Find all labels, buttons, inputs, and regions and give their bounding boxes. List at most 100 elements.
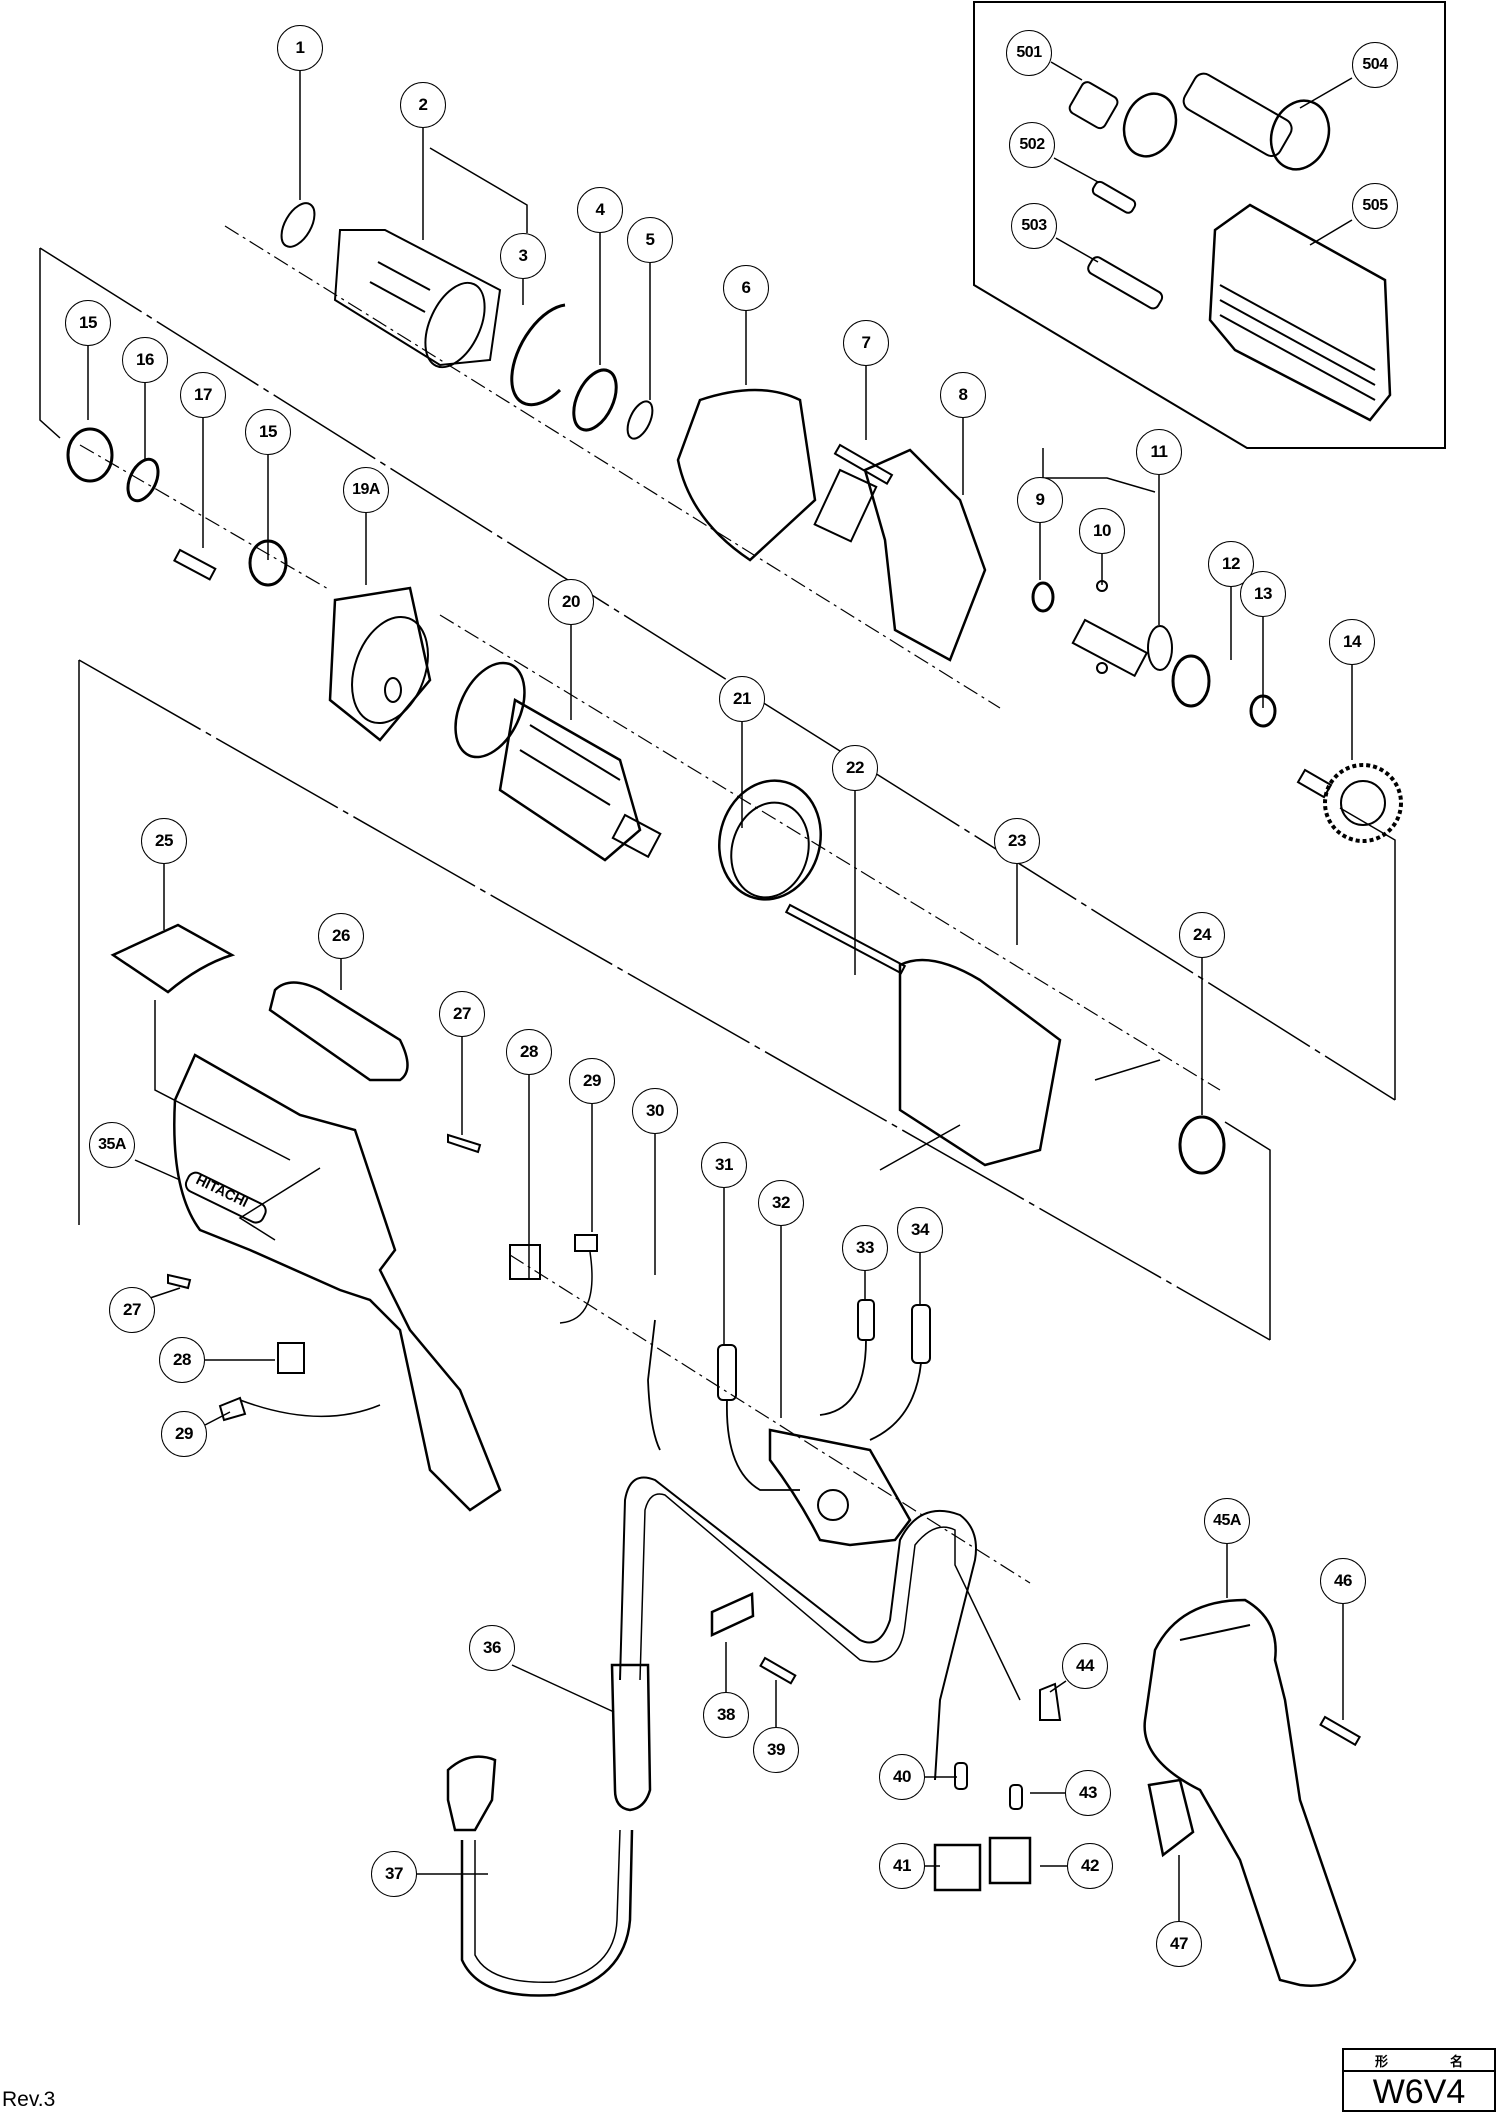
- callout-35A[interactable]: 35A: [89, 1122, 135, 1168]
- callout-39[interactable]: 39: [753, 1727, 799, 1773]
- callout-29b[interactable]: 29: [161, 1411, 207, 1457]
- callout-15a[interactable]: 15: [65, 300, 111, 346]
- callout-27a[interactable]: 27: [439, 991, 485, 1037]
- part-26-tail-cover: [268, 981, 409, 1082]
- callout-8[interactable]: 8: [940, 372, 986, 418]
- part-22-tapping-screw: [784, 903, 907, 975]
- part-34-connector: [911, 1304, 931, 1364]
- part-38-cord-clip: [710, 1592, 755, 1637]
- part-6-gear-cover: [676, 388, 817, 562]
- callout-38[interactable]: 38: [703, 1692, 749, 1738]
- part-504-locator: [1182, 72, 1331, 171]
- callout-15b[interactable]: 15: [245, 409, 291, 455]
- assembly-bracket-lines: [39, 247, 1396, 1341]
- callout-21[interactable]: 21: [719, 676, 765, 722]
- callout-34[interactable]: 34: [897, 1207, 943, 1253]
- callout-4[interactable]: 4: [577, 187, 623, 233]
- callout-47[interactable]: 47: [1156, 1921, 1202, 1967]
- callout-3[interactable]: 3: [500, 233, 546, 279]
- callout-9[interactable]: 9: [1017, 477, 1063, 523]
- model-header-right: 名: [1449, 2053, 1463, 2069]
- part-502-driver-bit: [1091, 180, 1137, 214]
- callout-31[interactable]: 31: [701, 1142, 747, 1188]
- callout-28b[interactable]: 28: [159, 1337, 205, 1383]
- callout-17[interactable]: 17: [180, 372, 226, 418]
- callout-504[interactable]: 504: [1352, 42, 1398, 88]
- callout-43[interactable]: 43: [1065, 1770, 1111, 1816]
- part-24-ball-bearing: [1178, 1115, 1226, 1175]
- callout-503[interactable]: 503: [1011, 203, 1057, 249]
- cord-path-inner: [639, 1493, 1021, 1701]
- model-title-box: 形 名 W6V4: [1342, 2048, 1496, 2112]
- part-8-inner-cover: [813, 448, 987, 662]
- part-39-screw: [759, 1656, 797, 1685]
- part-34-wire: [869, 1362, 922, 1441]
- part-25-name-plate: [110, 923, 236, 994]
- model-name: W6V4: [1372, 2073, 1466, 2111]
- callout-7[interactable]: 7: [843, 320, 889, 366]
- callout-26[interactable]: 26: [318, 913, 364, 959]
- callout-25[interactable]: 25: [141, 818, 187, 864]
- callout-13[interactable]: 13: [1240, 571, 1286, 617]
- callout-6[interactable]: 6: [723, 265, 769, 311]
- part-32-switch: [768, 1428, 912, 1547]
- part-27-cover: [447, 1133, 482, 1154]
- callout-44[interactable]: 44: [1062, 1643, 1108, 1689]
- part-37-cord-plug: [446, 1755, 634, 1997]
- callout-5[interactable]: 5: [627, 217, 673, 263]
- part-16-washer: [126, 457, 160, 503]
- callout-1[interactable]: 1: [277, 25, 323, 71]
- leader-lines: [87, 61, 1353, 1921]
- part-23-stator: [879, 958, 1161, 1171]
- callout-29a[interactable]: 29: [569, 1058, 615, 1104]
- part-41-capacitor: [933, 1843, 982, 1892]
- callout-32[interactable]: 32: [758, 1180, 804, 1226]
- callout-22[interactable]: 22: [832, 745, 878, 791]
- part-31-connector: [717, 1344, 737, 1401]
- part-505-case: [1208, 203, 1392, 422]
- callout-11[interactable]: 11: [1136, 429, 1182, 475]
- callout-41[interactable]: 41: [879, 1843, 925, 1889]
- callout-42[interactable]: 42: [1067, 1843, 1113, 1889]
- brand-logo: HITACHI: [194, 1171, 251, 1210]
- callout-2[interactable]: 2: [400, 82, 446, 128]
- callout-46[interactable]: 46: [1320, 1558, 1366, 1604]
- callout-20[interactable]: 20: [548, 579, 594, 625]
- part-10-ball: [1096, 580, 1108, 592]
- model-title-header: 形 名: [1344, 2050, 1494, 2072]
- part-11-spindle: [1071, 618, 1173, 678]
- callout-45A[interactable]: 45A: [1204, 1498, 1250, 1544]
- part-7-screw: [833, 443, 894, 486]
- cord-path: [619, 1476, 977, 1781]
- part-29-carbon-brush: [218, 1396, 247, 1422]
- accessory-inset-frame: [973, 1, 1446, 449]
- callout-501[interactable]: 501: [1006, 30, 1052, 76]
- part-35A-housing: [173, 1053, 502, 1512]
- callout-14[interactable]: 14: [1329, 619, 1375, 665]
- part-28-brush-holder: [509, 1244, 541, 1280]
- callout-28a[interactable]: 28: [506, 1029, 552, 1075]
- callout-27b[interactable]: 27: [109, 1287, 155, 1333]
- callout-36[interactable]: 36: [469, 1625, 515, 1671]
- part-2-nose-cone: [333, 229, 502, 369]
- part-46-screw: [1319, 1715, 1362, 1747]
- callout-37[interactable]: 37: [371, 1851, 417, 1897]
- part-4-bearing-sleeve: [572, 368, 618, 432]
- callout-24[interactable]: 24: [1179, 912, 1225, 958]
- part-29-brush-wire: [559, 1251, 593, 1324]
- part-3-retaining-ring: [510, 303, 566, 407]
- callout-30[interactable]: 30: [632, 1088, 678, 1134]
- callout-19A[interactable]: 19A: [343, 467, 389, 513]
- part-1-ring: [280, 202, 316, 248]
- part-13-spring: [1249, 694, 1277, 728]
- revision-label: Rev.3: [2, 2088, 56, 2111]
- callout-10[interactable]: 10: [1079, 508, 1125, 554]
- part-29-carbon-brush: [574, 1234, 598, 1252]
- callout-40[interactable]: 40: [879, 1754, 925, 1800]
- callout-23[interactable]: 23: [994, 818, 1040, 864]
- callout-502[interactable]: 502: [1009, 122, 1055, 168]
- callout-505[interactable]: 505: [1352, 183, 1398, 229]
- callout-16[interactable]: 16: [122, 337, 168, 383]
- callout-33[interactable]: 33: [842, 1225, 888, 1271]
